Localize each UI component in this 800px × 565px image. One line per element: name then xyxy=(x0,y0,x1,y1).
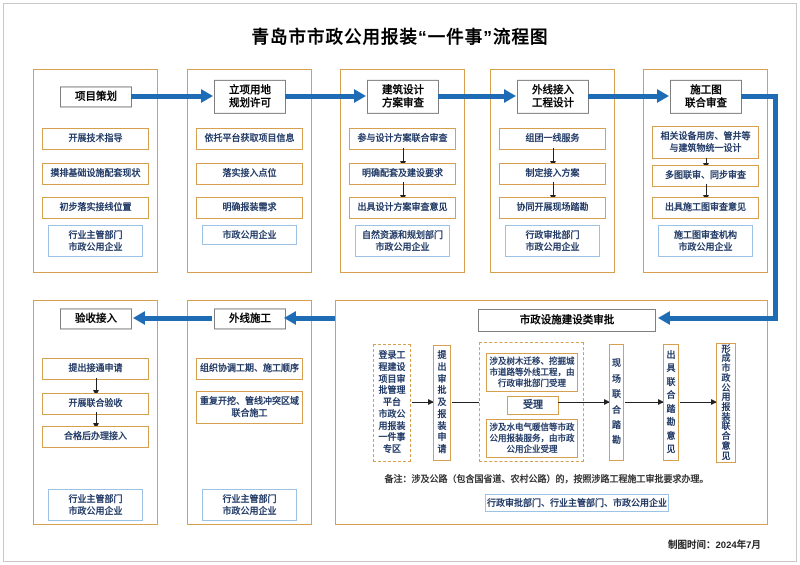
responsible-depts: 市政公用企业 xyxy=(202,225,297,246)
site-survey-box: 现场联合踏勘 xyxy=(609,344,624,461)
page-title: 青岛市市政公用报装“一件事”流程图 xyxy=(251,27,549,47)
joint-opinion-box: 形成市政公用报装联合意见 xyxy=(716,343,736,463)
arrowhead-into-approval xyxy=(658,311,670,325)
step-box: 重复开挖、管线冲突区域 联合施工 xyxy=(196,391,303,425)
stage-col-construction-drawing-review: 施工图 联合审查 相关设备用房、管井等 与建筑物统一设计 多图联审、同步审查 出… xyxy=(643,69,768,273)
step-box: 明确报装需求 xyxy=(196,197,303,219)
responsible-depts: 施工图审查机构 市政公用企业 xyxy=(658,225,753,258)
flow-arrow-survey-to-opinion xyxy=(625,398,664,405)
down-arrow xyxy=(550,182,556,201)
step-box: 参与设计方案联合审查 xyxy=(349,128,456,150)
stage-col-municipal-facility-approval: 市政设施建设类审批 登录工程建设项目审批管理平台 市政公用报装一件事专区 提出审… xyxy=(335,300,768,525)
step-box: 相关设备用房、管井等 与建筑物统一设计 xyxy=(652,126,759,160)
responsible-depts: 行业主管部门 市政公用企业 xyxy=(202,489,297,522)
stage-col-external-line-construction: 外线施工 组织协调工期、施工顺序 重复开挖、管线冲突区域 联合施工 行业主管部门… xyxy=(187,300,312,525)
step-box: 组织协调工期、施工顺序 xyxy=(196,358,303,380)
stage-header-acceptance-connection: 验收接入 xyxy=(60,308,132,330)
stage-header-construction-drawing-review: 施工图 联合审查 xyxy=(670,79,742,115)
arrow-s5-down xyxy=(773,93,778,321)
step-box: 出具设计方案审查意见 xyxy=(349,197,456,219)
login-platform-box: 登录工程建设项目审批管理平台 市政公用报装一件事专区 xyxy=(373,344,411,462)
down-arrow xyxy=(400,182,406,201)
stage-header-municipal-facility-approval: 市政设施建设类审批 xyxy=(478,309,656,332)
step-box: 合格后办理接入 xyxy=(42,426,149,448)
responsible-depts: 行政审批部门 市政公用企业 xyxy=(505,225,600,258)
arrow-s3-to-s4 xyxy=(438,93,504,99)
arrow-s7-to-s8 xyxy=(145,315,212,321)
survey-opinion-box: 出具联合踏勘意见 xyxy=(663,344,679,461)
stage-header-design-review: 建筑设计 方案审查 xyxy=(367,79,439,115)
arrow-s4-to-s5 xyxy=(588,93,657,99)
step-box: 依托平台获取项目信息 xyxy=(196,128,303,150)
step-box: 摸排基础设施配套现状 xyxy=(42,163,149,185)
down-arrow xyxy=(400,148,406,167)
arrowhead-s1-to-s2 xyxy=(201,89,213,103)
down-arrow xyxy=(93,378,99,396)
stage-col-design-review: 建筑设计 方案审查 参与设计方案联合审查 明确配套及建设要求 出具设计方案审查意… xyxy=(340,69,465,273)
stage-col-project-planning: 项目策划 开展技术指导 摸排基础设施配套现状 初步落实接线位置 行业主管部门 市… xyxy=(33,69,158,273)
stage-col-land-planning-permit: 立项用地 规划许可 依托平台获取项目信息 落实接入点位 明确报装需求 市政公用企… xyxy=(187,69,312,273)
apply-box: 提出审批及报装申请 xyxy=(433,345,451,461)
step-box: 制定接入方案 xyxy=(499,163,606,185)
arrow-approval-to-s7 xyxy=(296,315,335,321)
responsible-depts: 行业主管部门 市政公用企业 xyxy=(48,489,143,522)
remark-note: 备注：涉及公路（包含国省道、农村公路）的，按照涉路工程施工审批要求办理。 xyxy=(384,474,709,484)
arrowhead-s7-to-s8 xyxy=(133,311,145,325)
page-border xyxy=(3,3,797,562)
responsible-depts: 行政审批部门、行业主管部门、市政公用企业 xyxy=(485,494,669,512)
accept-by-admin-box: 涉及树木迁移、挖掘城市道路等外线工程，由行政审批部门受理 xyxy=(486,353,578,393)
step-box: 协同开展现场踏勘 xyxy=(499,197,606,219)
down-arrow xyxy=(550,148,556,167)
arrowhead-approval-to-s7 xyxy=(284,311,296,325)
survey-opinion-text: 出具联合踏勘意见 xyxy=(666,349,676,455)
stage-col-acceptance-connection: 验收接入 提出接通申请 开展联合验收 合格后办理接入 行业主管部门 市政公用企业 xyxy=(33,300,158,525)
down-arrow xyxy=(703,184,709,201)
flow-arrow-login-to-apply xyxy=(412,398,434,405)
stage-col-external-line-design: 外线接入 工程设计 组团一线服务 制定接入方案 协同开展现场踏勘 行政审批部门 … xyxy=(490,69,615,273)
stage-header-external-line-construction: 外线施工 xyxy=(214,308,286,330)
accept-box: 受理 xyxy=(507,396,559,415)
down-arrow xyxy=(703,158,709,169)
arrowhead-s4-to-s5 xyxy=(657,89,669,103)
acceptance-group: 涉及树木迁移、挖掘城市道路等外线工程，由行政审批部门受理 受理 涉及水电气暖信等… xyxy=(479,342,584,462)
arrowhead-s2-to-s3 xyxy=(354,89,366,103)
apply-text: 提出审批及报装申请 xyxy=(437,350,447,454)
stage-header-project-planning: 项目策划 xyxy=(60,86,132,108)
stage-header-external-line-design: 外线接入 工程设计 xyxy=(517,79,589,115)
step-box: 组团一线服务 xyxy=(499,128,606,150)
step-box: 开展技术指导 xyxy=(42,128,149,150)
stage-header-land-planning-permit: 立项用地 规划许可 xyxy=(214,79,286,115)
drawing-date-caption: 制图时间：2024年7月 xyxy=(668,540,761,551)
step-box: 多图联审、同步审查 xyxy=(652,165,759,187)
step-box: 初步落实接线位置 xyxy=(42,197,149,219)
accept-by-utility-box: 涉及水电气暖信等市政公用报装服务，由市政公用企业受理 xyxy=(486,419,578,459)
flow-arrow-accept-to-survey xyxy=(558,398,610,405)
step-box: 出具施工图审查意见 xyxy=(652,197,759,219)
arrow-s2-to-s3 xyxy=(285,93,354,99)
site-survey-text: 现场联合踏勘 xyxy=(611,358,621,446)
arrowhead-s3-to-s4 xyxy=(504,89,516,103)
flow-arrow-opinion-to-joint xyxy=(680,398,717,405)
login-platform-text: 登录工程建设项目审批管理平台 市政公用报装一件事专区 xyxy=(378,350,406,454)
joint-opinion-text: 形成市政公用报装联合意见 xyxy=(721,343,731,461)
arrow-s1-to-s2 xyxy=(131,93,201,99)
step-box: 提出接通申请 xyxy=(42,358,149,380)
responsible-depts: 行业主管部门 市政公用企业 xyxy=(48,225,143,258)
arrow-into-approval xyxy=(670,315,778,321)
step-box: 明确配套及建设要求 xyxy=(349,163,456,185)
arrow-s5-out xyxy=(741,93,778,99)
step-box: 开展联合验收 xyxy=(42,393,149,415)
step-box: 落实接入点位 xyxy=(196,163,303,185)
down-arrow xyxy=(93,412,99,429)
responsible-depts: 自然资源和规划部门 市政公用企业 xyxy=(355,225,450,258)
